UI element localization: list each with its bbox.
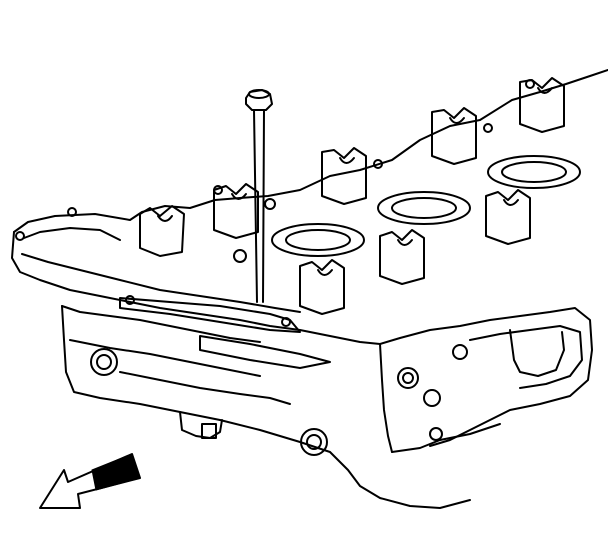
bore-right	[300, 428, 328, 456]
tower-5	[519, 77, 565, 133]
timing-boss	[509, 329, 565, 377]
bolt-hole	[15, 231, 25, 241]
tower-3-notch	[339, 157, 355, 164]
rod-line-left	[253, 109, 258, 303]
bore-center-inner	[402, 372, 414, 384]
flange-inner-edge	[21, 253, 301, 313]
plug-well-1-inner	[285, 229, 351, 251]
tower-2-notch	[231, 193, 247, 200]
flange-bolt-holes	[15, 79, 535, 327]
flange-front-left	[11, 231, 381, 345]
plug-well-3-inner	[501, 161, 567, 183]
tower-6	[299, 259, 345, 315]
bore-upper-right	[452, 344, 468, 360]
casting-rib-1	[69, 339, 261, 377]
tower-8-notch	[503, 199, 519, 206]
bolt-hole	[373, 159, 383, 169]
gasket-strip	[119, 297, 331, 369]
port-bores	[90, 344, 468, 456]
bore-left-inner	[96, 354, 112, 370]
tower-7	[379, 229, 425, 285]
bore-right-inner	[306, 434, 322, 450]
gasket-wedge	[199, 335, 331, 369]
direction-arrow	[39, 453, 141, 509]
bore-center	[397, 367, 419, 389]
tower-2	[213, 183, 259, 239]
vertical-face-line	[379, 343, 393, 453]
plug-well-1	[271, 223, 365, 257]
bore-far-right	[429, 427, 443, 441]
plug-wells	[271, 155, 581, 257]
casting-tab	[201, 423, 217, 439]
bolt-hole	[264, 198, 276, 210]
gasket-strip-outline	[119, 297, 301, 333]
tower-1-notch	[157, 215, 173, 222]
cylinder-head-body	[11, 69, 608, 509]
rod-line-right	[262, 109, 265, 303]
direction-arrow-shade	[91, 453, 141, 491]
tower-5-notch	[537, 87, 553, 94]
deck-flange	[13, 69, 608, 233]
plug-well-3	[487, 155, 581, 189]
plug-well-2	[377, 191, 471, 225]
tower-3	[321, 147, 367, 205]
tower-6-notch	[317, 269, 333, 276]
tower-4-notch	[449, 117, 465, 124]
front-corner	[391, 423, 501, 453]
seal-cap-top	[248, 89, 270, 99]
cam-towers	[139, 77, 565, 315]
tower-7-notch	[397, 239, 413, 246]
casting-rib-2	[119, 371, 291, 405]
tower-4	[431, 107, 477, 165]
bolt-hole	[525, 79, 535, 89]
bore-left	[90, 348, 118, 376]
bolt-hole	[67, 207, 77, 217]
plug-well-2-inner	[391, 197, 457, 219]
bolt-hole	[213, 185, 223, 195]
timing-end-face	[379, 307, 593, 447]
lower-casting	[61, 305, 471, 509]
seal-and-rod	[245, 89, 273, 303]
bolt-hole	[233, 249, 247, 263]
flange-rim	[23, 227, 121, 241]
lower-casting-edge	[61, 305, 261, 343]
bolt-hole	[483, 123, 493, 133]
bore-lower	[423, 389, 441, 407]
tower-1	[139, 205, 185, 257]
tower-8	[485, 189, 531, 245]
timing-end-inner	[469, 325, 583, 389]
